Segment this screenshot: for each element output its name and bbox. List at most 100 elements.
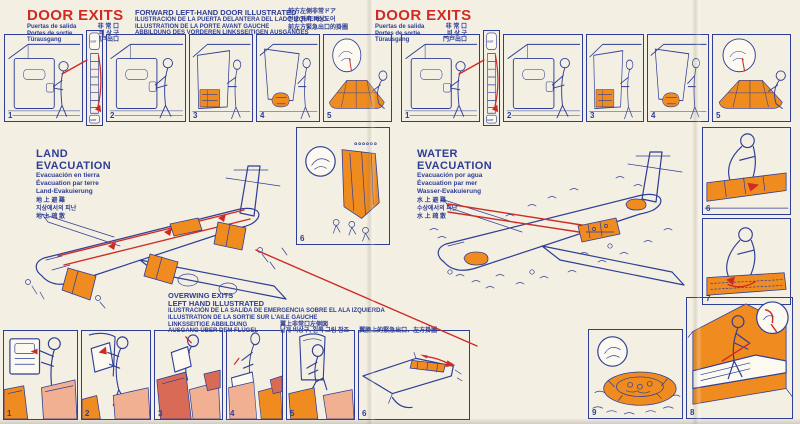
- heading-ja: 前方左側非常ドア: [288, 9, 337, 15]
- overwing-en-2: LEFT HAND ILLUSTRATED: [168, 299, 265, 308]
- water-ko: 수상에서의 피난: [417, 205, 458, 212]
- raft-inflate-panel: 8: [686, 297, 793, 419]
- hatch-lift-illustration: [156, 334, 221, 419]
- overwing-step-panel-3: 3: [154, 330, 223, 420]
- panel-number: 9: [592, 408, 597, 417]
- exit-sign-label: EXIT: [91, 40, 97, 44]
- lang-de: Türausgang: [375, 37, 410, 44]
- panel-number: 6: [706, 204, 711, 213]
- language-row: Türausgang 門戸出口: [375, 37, 467, 44]
- panel-number: 1: [405, 111, 410, 120]
- overwing-step-panel-5: 5: [286, 330, 355, 420]
- land-ja: 地 上 避 難: [36, 197, 66, 204]
- card-edge-shadow: [0, 418, 800, 424]
- language-row: Portes de sortie 비 상 구: [375, 31, 467, 38]
- panel-number: 2: [507, 111, 512, 120]
- door-step-panel-3: 3: [189, 34, 253, 122]
- wing-escape-route-illustration: [362, 352, 463, 409]
- water-de: Wasser-Evakuierung: [417, 188, 482, 196]
- lang-ja: 非 常 口: [97, 24, 119, 30]
- slide-top-view-illustration: [305, 142, 380, 242]
- lang-fr: Portes de sortie: [375, 30, 421, 37]
- door-step-panel-3-right: 3: [586, 34, 644, 122]
- slide-deploy-illustration: [329, 38, 388, 109]
- water-fr: Évacuation par mer: [417, 180, 478, 188]
- panel-number: 4: [651, 111, 656, 120]
- exit-sign-label: EXIT: [488, 40, 494, 44]
- heading-zh: 前左方緊急出口的掛圖: [288, 25, 349, 31]
- overwing-step-panel-4: 4: [226, 330, 283, 420]
- lang-ko: 비 상 구: [447, 30, 467, 37]
- lang-ko: 비 상 구: [99, 30, 119, 37]
- door-step-panel-4-right: 4: [647, 34, 709, 122]
- door-step-panel-2: 2: [106, 34, 186, 122]
- panel-number: 3: [158, 409, 163, 418]
- overwing-exits-heading: OVERWING EXITS LEFT HAND ILLUSTRATED ILU…: [168, 292, 437, 335]
- exit-sign-label: EXIT: [91, 118, 97, 122]
- raft-unfold-illustration: [706, 227, 787, 296]
- forward-door-heading: FORWARD LEFT-HAND DOOR ILLUSTRATED ILUST…: [135, 9, 327, 37]
- door-step-panel-1-right: 1: [401, 34, 480, 122]
- heading-fr: ILLUSTRATION DE LA PORTE AVANT GAUCHE: [135, 23, 270, 30]
- overwing-es: ILUSTRACIÓN DE LA SALIDA DE EMERGENCIA S…: [168, 308, 385, 314]
- land-es: Evacuación en tierra: [36, 172, 100, 179]
- door-step-panel-5-right: 5: [712, 34, 791, 122]
- lang-de: Türausgang: [27, 37, 62, 44]
- wing-lanyard-illustration: [687, 301, 792, 405]
- heading-de: ABBILDUNG DES VORDEREN LINKSSEITIGEN AUS…: [135, 30, 309, 37]
- door-edge-exit-strip-right: EXIT EXIT: [483, 30, 500, 126]
- panel-number: 3: [193, 111, 198, 120]
- panel-number: 5: [716, 111, 721, 120]
- door-handle-illustration: [506, 43, 581, 119]
- raft-in-water-illustration: [592, 336, 681, 415]
- climb-through-illustration: [288, 333, 354, 419]
- slide-overview-panel: 6: [296, 127, 390, 245]
- aircraft-water-illustration: [429, 151, 685, 289]
- water-evacuation-aircraft: [420, 142, 705, 307]
- land-evacuation-aircraft: [12, 158, 312, 310]
- panel-number: 1: [7, 409, 12, 418]
- land-ko: 지상에서의 피난: [36, 205, 77, 212]
- overwing-fr: ILLUSTRATION DE LA SORTIE SUR L'AILE GAU…: [168, 314, 318, 321]
- door-step-panel-5: 5: [323, 34, 392, 122]
- lang-zh: 門戸出口: [442, 37, 467, 44]
- heading-ko: 전방 좌측 비상도어: [288, 17, 336, 23]
- raft-unpack-illustration: [704, 133, 789, 209]
- land-fr: Évacuation par terre: [36, 180, 99, 188]
- door-step-panel-2-right: 2: [503, 34, 583, 122]
- fold-crease: [366, 0, 376, 424]
- raft-unfold-panel: 7: [702, 218, 791, 305]
- panel-number: 4: [230, 409, 235, 418]
- heading-es: ILUSTRACIÓN DE LA PUERTA DELANTERA DEL L…: [135, 17, 327, 23]
- overwing-de-2: AUSGANG ÜBER DEM FLÜGEL: [168, 328, 258, 335]
- slide-deploy-illustration: [718, 38, 786, 109]
- fold-crease: [692, 0, 702, 424]
- door-open-illustration: [650, 43, 707, 120]
- aircraft-land-illustration: [25, 165, 288, 309]
- panel-number: 2: [110, 111, 115, 120]
- lang-fr: Portes de sortie: [27, 30, 73, 37]
- exit-sign-label: EXIT: [488, 118, 494, 122]
- lang-ja: 非 常 口: [445, 24, 467, 30]
- raft-boarding-panel: 9: [588, 329, 683, 419]
- overwing-de-1: LINKSSEITIGE ABBILDUNG: [168, 321, 248, 328]
- panel-number: 1: [8, 111, 13, 120]
- water-evacuation-heading: WATER EVACUATION Evacuación por agua Éva…: [417, 148, 492, 221]
- panel-number: 2: [85, 409, 90, 418]
- hatch-stow-illustration: [228, 332, 282, 419]
- overwing-step-panel-2: 2: [81, 330, 151, 420]
- overwing-en-1: OVERWING EXITS: [168, 291, 234, 300]
- door-open-illustration: [259, 43, 318, 120]
- water-title-1: WATER: [417, 148, 458, 160]
- water-es: Evacuación por agua: [417, 172, 483, 179]
- language-row: Portes de sortie 비 상 구: [27, 31, 119, 38]
- forward-door-heading-cjk: 前方左側非常ドア 전방 좌측 비상도어 前左方緊急出口的掛圖: [288, 8, 348, 32]
- water-zh: 水 上 疏 散: [417, 214, 447, 221]
- water-title-2: EVACUATION: [417, 160, 493, 172]
- door-closed-illustration: [7, 43, 81, 119]
- door-closed-illustration: [404, 43, 478, 119]
